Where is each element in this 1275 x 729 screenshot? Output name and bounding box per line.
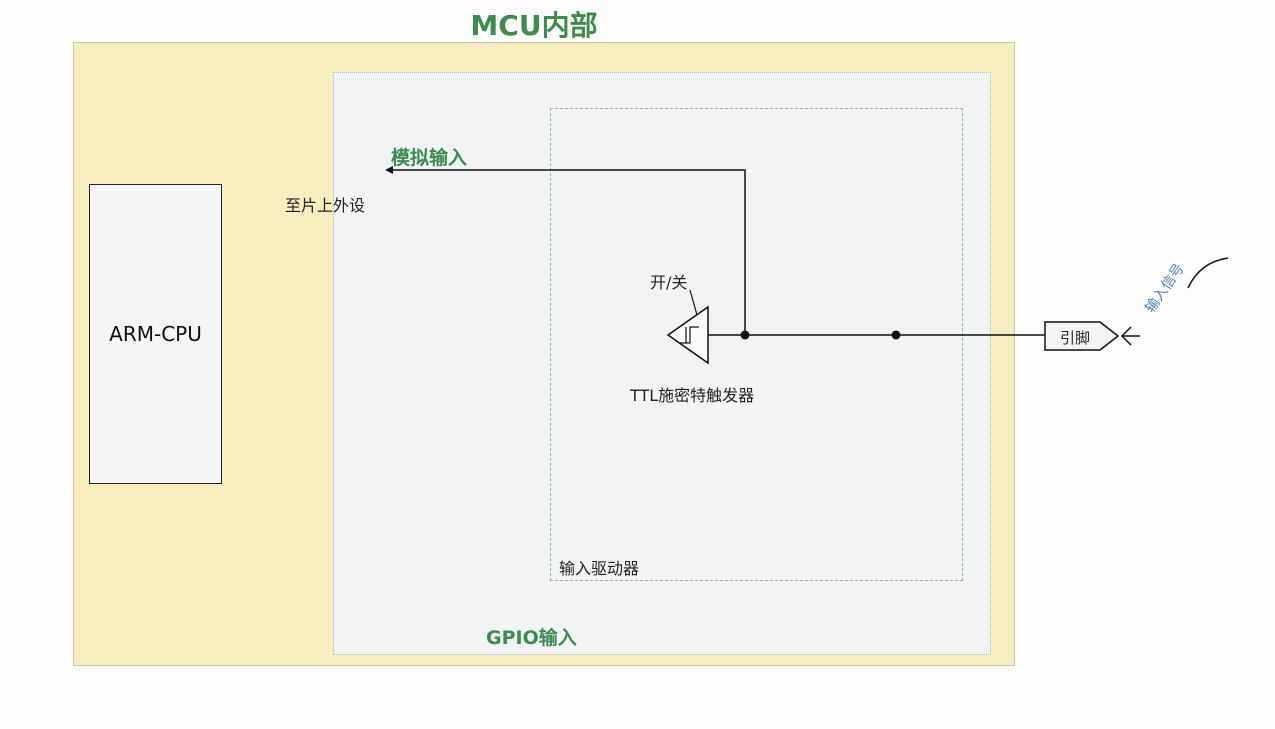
pin-shape <box>1044 321 1120 351</box>
input-driver-box <box>550 108 963 581</box>
arm-cpu-label: ARM-CPU <box>109 322 202 346</box>
input-signal-curve <box>1187 257 1229 289</box>
on-off-label: 开/关 <box>650 273 688 292</box>
schmitt-trigger-label: TTL施密特触发器 <box>630 386 755 405</box>
junction-dot <box>740 330 750 340</box>
hysteresis-icon <box>680 326 699 344</box>
gpio-input-label: GPIO输入 <box>486 627 577 649</box>
gpio-input-box <box>333 72 991 655</box>
on-chip-peripheral-label: 至片上外设 <box>285 196 366 215</box>
analog-arrow-head <box>385 166 393 174</box>
junction-dot <box>891 330 901 340</box>
enable-line <box>689 289 698 316</box>
schmitt-trigger-icon <box>666 305 709 365</box>
analog-input-label: 模拟输入 <box>391 147 468 169</box>
mcu-title: MCU内部 <box>470 9 598 42</box>
analog-input-line <box>390 169 746 335</box>
input-driver-label: 输入驱动器 <box>559 559 640 578</box>
arm-cpu-block: ARM-CPU <box>89 184 222 484</box>
pin-label: 引脚 <box>1060 329 1091 347</box>
